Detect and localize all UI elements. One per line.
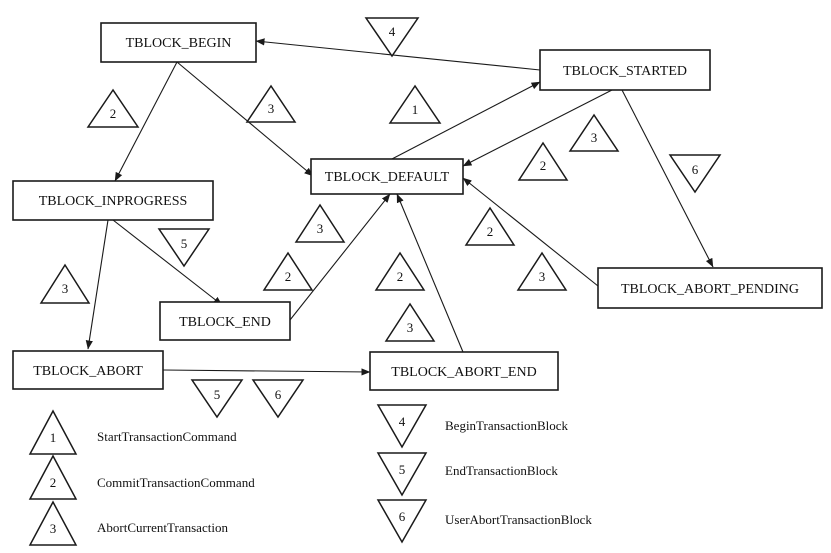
marker-2-pending-default: 2 [464, 206, 516, 246]
edge-begin-to-inprogress [114, 61, 178, 182]
legend-item-1: 1 StartTransactionCommand [28, 409, 237, 455]
legend-label-2: CommitTransactionCommand [97, 475, 255, 490]
state-abort: TBLOCK_ABORT [12, 350, 164, 390]
svg-text:6: 6 [399, 509, 406, 524]
svg-text:2: 2 [285, 269, 292, 284]
legend-item-5: 5 EndTransactionBlock [376, 452, 558, 497]
edge-started-to-default [462, 89, 613, 167]
svg-text:3: 3 [407, 320, 414, 335]
marker-4-top: 4 [364, 17, 420, 58]
svg-text:2: 2 [397, 269, 404, 284]
edge-abort-pending-to-default [462, 177, 599, 287]
edge-inprogress-to-abort [85, 219, 109, 350]
svg-text:3: 3 [62, 281, 69, 296]
state-started-label: TBLOCK_STARTED [563, 64, 687, 79]
state-end-label: TBLOCK_END [179, 315, 271, 330]
marker-2-abortend-default: 2 [374, 251, 426, 291]
legend-label-4: BeginTransactionBlock [445, 418, 569, 433]
state-default: TBLOCK_DEFAULT [310, 158, 464, 195]
state-default-label: TBLOCK_DEFAULT [325, 170, 450, 185]
state-inprogress: TBLOCK_INPROGRESS [12, 180, 214, 221]
state-end: TBLOCK_END [159, 301, 291, 341]
marker-1-default-started: 1 [388, 84, 442, 124]
edge-started-to-begin [255, 38, 541, 71]
edge-end-to-default [289, 193, 391, 321]
state-begin: TBLOCK_BEGIN [100, 22, 257, 63]
marker-6-started-pending: 6 [668, 154, 722, 194]
legend-label-3: AbortCurrentTransaction [97, 520, 228, 535]
svg-text:6: 6 [275, 387, 282, 402]
state-started: TBLOCK_STARTED [539, 49, 711, 91]
marker-3-started-default: 3 [568, 113, 620, 152]
svg-text:2: 2 [50, 475, 57, 490]
svg-text:6: 6 [692, 162, 699, 177]
svg-text:4: 4 [399, 414, 406, 429]
edge-begin-to-default [176, 61, 314, 177]
marker-5-inprogress-end: 5 [157, 228, 211, 268]
marker-2-begin-inprogress: 2 [86, 88, 140, 128]
state-abort-end: TBLOCK_ABORT_END [369, 351, 559, 391]
svg-text:2: 2 [540, 158, 547, 173]
marker-5-abort-abortend: 5 [190, 379, 244, 419]
svg-text:5: 5 [399, 462, 406, 477]
marker-3-begin-default: 3 [245, 84, 297, 123]
edge-inprogress-to-end [112, 219, 223, 306]
state-abort-label: TBLOCK_ABORT [33, 364, 143, 379]
edge-default-to-started [389, 81, 541, 161]
svg-text:3: 3 [317, 221, 324, 236]
legend: 1 StartTransactionCommand 2 CommitTransa… [28, 404, 592, 546]
state-begin-label: TBLOCK_BEGIN [126, 36, 232, 51]
state-inprogress-label: TBLOCK_INPROGRESS [39, 194, 188, 209]
transition-edges [85, 38, 714, 376]
svg-text:4: 4 [389, 24, 396, 39]
svg-text:5: 5 [214, 387, 221, 402]
marker-2-end-default: 2 [262, 251, 314, 291]
marker-3-end-default: 3 [294, 203, 346, 243]
legend-item-3: 3 AbortCurrentTransaction [28, 500, 228, 546]
svg-text:2: 2 [487, 224, 494, 239]
svg-text:3: 3 [268, 101, 275, 116]
legend-item-4: 4 BeginTransactionBlock [376, 404, 569, 449]
svg-text:1: 1 [50, 430, 57, 445]
legend-label-5: EndTransactionBlock [445, 463, 558, 478]
state-abort-pending-label: TBLOCK_ABORT_PENDING [621, 282, 799, 297]
svg-text:3: 3 [539, 269, 546, 284]
svg-text:1: 1 [412, 102, 419, 117]
marker-3-pending-default: 3 [516, 251, 568, 291]
svg-text:3: 3 [50, 521, 57, 536]
legend-item-2: 2 CommitTransactionCommand [28, 454, 255, 500]
svg-text:2: 2 [110, 106, 117, 121]
marker-6-abort-abortend: 6 [251, 379, 305, 419]
svg-text:5: 5 [181, 236, 188, 251]
marker-3-inprogress-abort: 3 [39, 263, 91, 304]
edge-abort-end-to-default [396, 193, 464, 353]
state-abort-end-label: TBLOCK_ABORT_END [391, 365, 536, 380]
legend-item-6: 6 UserAbortTransactionBlock [376, 499, 592, 544]
marker-2-started-default: 2 [517, 141, 569, 181]
svg-text:3: 3 [591, 130, 598, 145]
legend-label-1: StartTransactionCommand [97, 429, 237, 444]
state-abort-pending: TBLOCK_ABORT_PENDING [597, 267, 823, 309]
edge-abort-to-abort-end [162, 368, 371, 376]
legend-label-6: UserAbortTransactionBlock [445, 512, 592, 527]
edge-started-to-abort-pending [621, 89, 714, 268]
marker-3-abortend-default: 3 [384, 302, 436, 342]
